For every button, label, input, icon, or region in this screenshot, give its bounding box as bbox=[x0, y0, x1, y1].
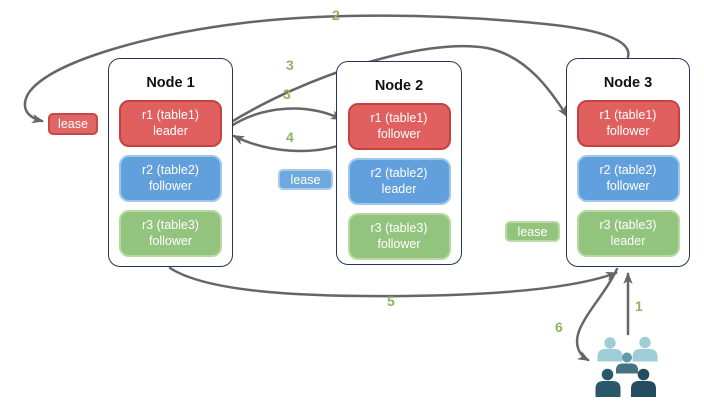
step-label-3b: 3 bbox=[283, 86, 291, 102]
node-2: Node 2 r1 (table1) follower r2 (table2) … bbox=[336, 61, 462, 265]
replica-role: follower bbox=[377, 126, 421, 141]
replica-name: r2 (table2) bbox=[599, 163, 657, 177]
node-3: Node 3 r1 (table1) follower r2 (table2) … bbox=[566, 58, 690, 267]
replica-name: r3 (table3) bbox=[599, 218, 657, 232]
replica-role: leader bbox=[610, 233, 646, 248]
replica-role: leader bbox=[381, 181, 417, 196]
step-label-1: 1 bbox=[635, 298, 643, 314]
arrow-step-3-to-node2 bbox=[226, 107, 343, 130]
replica-role: leader bbox=[153, 123, 188, 138]
node-1: Node 1 r1 (table1) leader r2 (table2) fo… bbox=[108, 58, 233, 267]
node-1-replica-r1: r1 (table1) leader bbox=[119, 100, 222, 147]
node-2-replica-r3: r3 (table3) follower bbox=[347, 213, 451, 260]
node-2-replica-r2: r2 (table2) leader bbox=[347, 158, 451, 205]
step-label-6: 6 bbox=[555, 319, 563, 335]
node-3-replica-r3: r3 (table3) leader bbox=[576, 210, 680, 257]
step-label-5: 5 bbox=[387, 293, 395, 309]
node-2-title: Node 2 bbox=[374, 78, 424, 94]
step-label-3a: 3 bbox=[286, 57, 294, 73]
lease-badge-r3: lease bbox=[505, 221, 560, 242]
arrow-step-6 bbox=[575, 267, 619, 362]
replica-name: r3 (table3) bbox=[142, 218, 199, 232]
node-1-title: Node 1 bbox=[146, 75, 195, 91]
replica-role: follower bbox=[377, 236, 421, 251]
node-3-title: Node 3 bbox=[603, 75, 653, 91]
node-3-replica-r2: r2 (table2) follower bbox=[576, 155, 680, 202]
replica-name: r2 (table2) bbox=[370, 166, 428, 180]
step-label-2: 2 bbox=[332, 7, 340, 23]
step-label-4: 4 bbox=[286, 129, 294, 145]
arrow-step-5 bbox=[168, 266, 618, 298]
replica-role: follower bbox=[148, 178, 193, 193]
replica-name: r3 (table3) bbox=[370, 221, 428, 235]
node-1-replica-r2: r2 (table2) follower bbox=[119, 155, 222, 202]
replica-role: follower bbox=[606, 123, 650, 138]
replica-role: follower bbox=[606, 178, 650, 193]
lease-badge-r1: lease bbox=[48, 113, 98, 135]
replica-role: follower bbox=[148, 233, 193, 248]
replica-name: r1 (table1) bbox=[142, 108, 199, 122]
node-3-replica-r1: r1 (table1) follower bbox=[576, 100, 680, 147]
node-1-replica-r3: r3 (table3) follower bbox=[119, 210, 222, 257]
replica-name: r1 (table1) bbox=[370, 111, 428, 125]
replica-name: r2 (table2) bbox=[142, 163, 199, 177]
lease-badge-r2: lease bbox=[278, 169, 333, 190]
users-icon bbox=[595, 336, 658, 397]
replica-name: r1 (table1) bbox=[599, 108, 657, 122]
node-2-replica-r1: r1 (table1) follower bbox=[347, 103, 451, 150]
